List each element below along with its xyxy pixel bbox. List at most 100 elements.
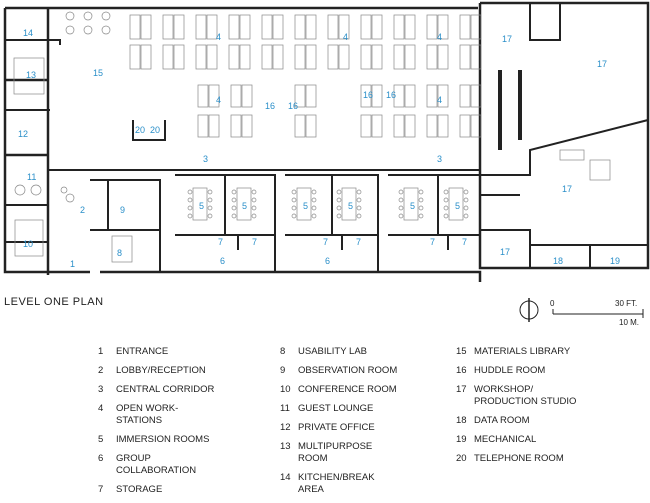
legend-number: 14 bbox=[280, 472, 291, 483]
furniture-chair bbox=[251, 197, 257, 203]
legend-name: MULTIPURPOSE ROOM bbox=[298, 441, 373, 464]
furniture-piece bbox=[272, 14, 284, 40]
furniture-piece bbox=[294, 14, 306, 40]
furniture-chair bbox=[207, 189, 213, 195]
legend-name: GUEST LOUNGE bbox=[298, 403, 374, 414]
furniture-piece bbox=[448, 187, 464, 221]
plan-label-workstations-1: 4 bbox=[216, 32, 221, 42]
plan-label-data-room: 18 bbox=[553, 256, 563, 266]
legend-item: 17 WORKSHOP/ PRODUCTION STUDIO bbox=[456, 384, 646, 408]
plan-label-workshop-3: 17 bbox=[562, 184, 572, 194]
furniture-piece bbox=[230, 84, 242, 108]
furniture-piece bbox=[589, 159, 611, 181]
legend-number: 3 bbox=[98, 384, 104, 395]
legend-name: GROUP COLLABORATION bbox=[116, 453, 197, 476]
furniture-chair bbox=[463, 205, 469, 211]
furniture-piece bbox=[404, 84, 416, 108]
plan-label-guest-lounge: 11 bbox=[27, 172, 36, 182]
floor-plan: 1 2 3 3 4 4 4 4 4 5 5 5 5 5 5 6 6 7 7 7 … bbox=[3, 1, 650, 282]
furniture-chair bbox=[398, 205, 404, 211]
furniture-chair bbox=[291, 189, 297, 195]
legend-name: ENTRANCE bbox=[116, 346, 169, 357]
furniture-piece bbox=[360, 14, 372, 40]
furniture-piece bbox=[459, 14, 471, 40]
furniture-chair bbox=[356, 197, 362, 203]
plan-label-conference: 10 bbox=[23, 239, 33, 249]
furniture-piece bbox=[437, 114, 449, 138]
legend-number: 20 bbox=[456, 453, 467, 464]
scale-zero-label: 0 bbox=[550, 299, 555, 308]
furniture-piece bbox=[393, 84, 405, 108]
furniture-piece bbox=[305, 14, 317, 40]
plan-label-multipurpose: 13 bbox=[26, 70, 36, 80]
furniture-chair bbox=[398, 213, 404, 219]
legend-number: 2 bbox=[98, 365, 104, 376]
furniture-piece bbox=[197, 84, 209, 108]
legend-name: LOBBY/RECEPTION bbox=[116, 365, 206, 376]
plan-label-workstations-4: 4 bbox=[216, 95, 221, 105]
plan-label-mechanical: 19 bbox=[610, 256, 620, 266]
furniture-piece bbox=[173, 14, 185, 40]
legend-item: 16 HUDDLE ROOM bbox=[456, 365, 646, 377]
plan-label-workstations-5: 4 bbox=[437, 95, 442, 105]
legend-number: 17 bbox=[456, 384, 467, 395]
plan-label-immersion-3: 5 bbox=[303, 201, 308, 211]
furniture-piece bbox=[437, 84, 449, 108]
furniture-chair bbox=[60, 186, 68, 194]
legend-number: 5 bbox=[98, 434, 104, 445]
plan-label-entrance: 1 bbox=[70, 259, 75, 269]
furniture-piece bbox=[470, 44, 482, 70]
legend-name: TELEPHONE ROOM bbox=[474, 453, 564, 464]
plan-label-storage-4: 7 bbox=[356, 237, 361, 247]
furniture-piece bbox=[162, 14, 174, 40]
furniture-piece bbox=[197, 114, 209, 138]
plan-walls bbox=[3, 1, 650, 282]
legend-number: 11 bbox=[280, 403, 290, 414]
furniture-piece bbox=[241, 114, 253, 138]
furniture-piece bbox=[404, 14, 416, 40]
furniture-piece bbox=[426, 114, 438, 138]
furniture-piece bbox=[294, 44, 306, 70]
plan-label-collab-2: 6 bbox=[325, 256, 330, 266]
furniture-piece bbox=[371, 84, 383, 108]
furniture-chair bbox=[336, 197, 342, 203]
furniture-chair bbox=[30, 184, 42, 196]
furniture-piece bbox=[426, 44, 438, 70]
furniture-chair bbox=[101, 25, 111, 35]
furniture-chair bbox=[83, 25, 93, 35]
furniture-chair bbox=[251, 205, 257, 211]
furniture-piece bbox=[404, 114, 416, 138]
legend-number: 12 bbox=[280, 422, 291, 433]
furniture-piece bbox=[173, 44, 185, 70]
legend-number: 6 bbox=[98, 453, 104, 464]
furniture-piece bbox=[459, 84, 471, 108]
furniture-piece bbox=[129, 14, 141, 40]
furniture-chair bbox=[336, 213, 342, 219]
furniture-chair bbox=[336, 205, 342, 211]
legend-item: 11 GUEST LOUNGE bbox=[280, 403, 440, 415]
furniture-chair bbox=[398, 189, 404, 195]
scale-feet-label: 30 FT. bbox=[615, 299, 637, 308]
furniture-piece bbox=[208, 114, 220, 138]
plan-label-observation: 9 bbox=[120, 205, 125, 215]
furniture-chair bbox=[187, 205, 193, 211]
legend-number: 16 bbox=[456, 365, 467, 376]
furniture-chair bbox=[418, 189, 424, 195]
furniture-piece bbox=[195, 44, 207, 70]
legend-name: WORKSHOP/ PRODUCTION STUDIO bbox=[474, 384, 577, 407]
scale-bar: 0 30 FT. 10 M. bbox=[519, 298, 644, 327]
furniture-piece bbox=[338, 44, 350, 70]
furniture-chair bbox=[418, 197, 424, 203]
legend-number: 13 bbox=[280, 441, 291, 452]
legend-name: HUDDLE ROOM bbox=[474, 365, 546, 376]
plan-label-huddle-2: 16 bbox=[288, 101, 298, 111]
